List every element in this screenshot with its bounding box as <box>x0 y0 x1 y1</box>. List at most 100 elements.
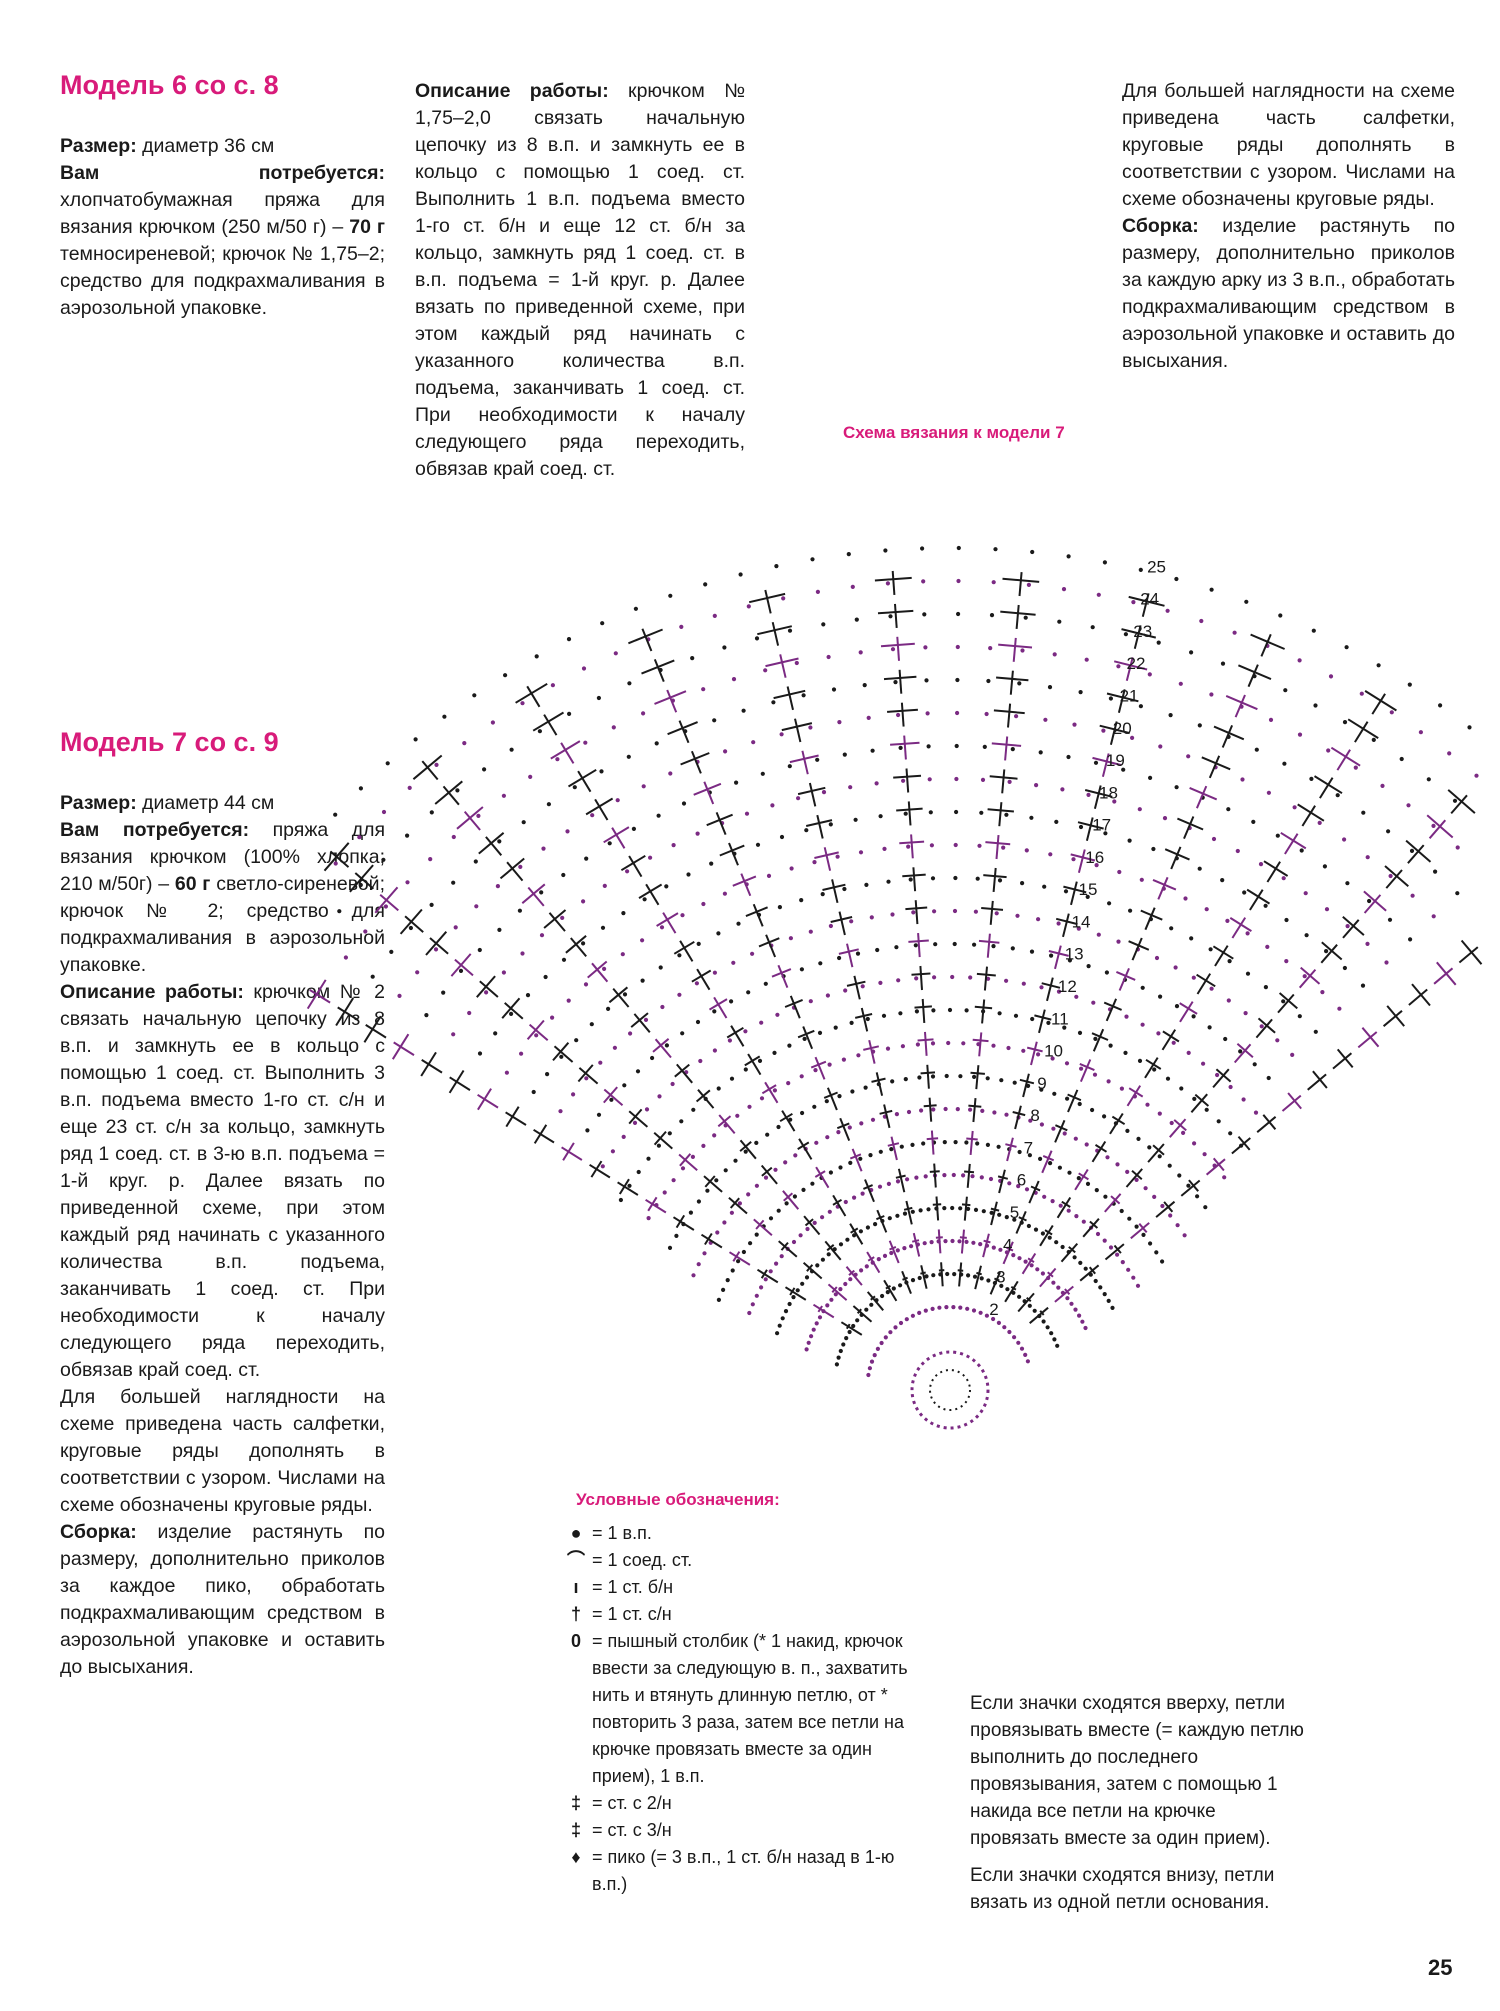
stitch-crossbar <box>836 1122 850 1130</box>
chain-dot <box>1147 1145 1152 1150</box>
stitch-mark <box>784 1286 807 1301</box>
chain-dot <box>929 843 935 848</box>
row-number: 3 <box>996 1268 1005 1287</box>
chain-dot <box>773 1167 778 1172</box>
chain-dot <box>943 1239 948 1244</box>
chain-dot <box>1183 896 1188 901</box>
chain-dot <box>981 1209 986 1214</box>
chain-dot <box>866 715 871 721</box>
stitch-crossbar <box>989 775 1018 780</box>
chain-dot <box>1199 618 1204 624</box>
chain-dot <box>721 1287 726 1292</box>
chain-dot <box>1169 1120 1174 1126</box>
stitch-crossbar <box>499 857 525 880</box>
row-number: 8 <box>1030 1106 1039 1125</box>
chain-dot <box>333 861 338 866</box>
chain-dot <box>1042 884 1047 889</box>
chain-dot <box>1204 907 1209 912</box>
stitch-mark <box>454 958 474 977</box>
chain-dot <box>970 1174 975 1179</box>
chain-dot <box>952 941 957 947</box>
chain-dot <box>381 809 387 815</box>
chain-dot <box>1147 672 1152 677</box>
stitch-mark <box>728 1251 751 1266</box>
chain-dot <box>1138 704 1143 709</box>
chain-dot <box>910 1278 916 1283</box>
stitch-mark <box>1085 817 1094 842</box>
chain-dot <box>729 1076 735 1081</box>
stitch-crossbar <box>1089 1220 1099 1229</box>
chain-dot <box>746 990 751 995</box>
chain-dot <box>1025 1359 1030 1364</box>
chain-dot <box>633 606 639 611</box>
chain-dot <box>908 877 913 882</box>
chain-dot <box>1361 810 1366 815</box>
chain-dot <box>925 711 930 716</box>
model6-description: Описание работы: крючком № 1,75–2,0 связ… <box>415 80 745 480</box>
stitch-crossbar <box>680 752 710 766</box>
legend-item: ‡= ст. с 3/н <box>560 1817 920 1844</box>
chain-dot <box>1252 1062 1257 1067</box>
chain-dot <box>1388 873 1393 879</box>
stitch-crossbar <box>789 754 819 764</box>
chain-dot <box>1130 735 1135 741</box>
chain-dot <box>1023 615 1028 620</box>
chain-dot <box>1223 1036 1228 1042</box>
stitch-crossbar <box>732 875 757 887</box>
chain-dot <box>1235 848 1240 854</box>
chain-dot <box>886 879 891 884</box>
chain-dot <box>952 908 958 914</box>
chain-dot <box>428 857 433 862</box>
chain-dot <box>1152 1067 1157 1072</box>
stitch-crossbar <box>374 886 399 914</box>
stitch-mark <box>713 996 728 1019</box>
stitch-crossbar <box>1229 917 1252 932</box>
chain-dot <box>681 801 687 806</box>
chain-dot <box>1299 848 1304 853</box>
chain-dot <box>964 1140 969 1145</box>
chain-dot <box>1228 1131 1233 1136</box>
chain-dot <box>887 1216 892 1221</box>
chain-dot <box>560 915 565 921</box>
stitch-mark <box>752 903 764 927</box>
chain-dot <box>581 941 586 946</box>
stitch-mark <box>676 1063 693 1084</box>
chain-dot <box>680 1166 686 1171</box>
chain-dot <box>642 897 647 902</box>
chain-dot <box>1038 750 1043 755</box>
stitch-crossbar <box>826 1244 835 1252</box>
chain-dot <box>1380 783 1385 789</box>
chain-dot <box>1074 994 1079 999</box>
chain-dot <box>451 834 456 840</box>
chain-dot <box>1131 600 1136 605</box>
chain-dot <box>1179 1086 1184 1091</box>
chain-dot <box>1065 1096 1070 1101</box>
stitch-crossbar <box>306 979 327 1010</box>
chain-dot <box>1102 1114 1107 1119</box>
stitch-crossbar <box>1336 1048 1354 1069</box>
chain-dot <box>760 771 765 776</box>
chain-dot <box>1074 1214 1079 1219</box>
stitch-crossbar <box>806 1264 814 1272</box>
stitch-crossbar <box>1010 1285 1017 1291</box>
stitch-crossbar <box>895 1174 906 1179</box>
stitch-crossbar <box>899 840 925 845</box>
chain-dot <box>1335 793 1340 798</box>
stitch-mark <box>851 1148 863 1172</box>
stitch-mark <box>354 872 375 890</box>
chain-dot <box>453 925 458 930</box>
stitch-mark <box>905 768 910 793</box>
chain-dot <box>933 942 938 947</box>
stitch-mark <box>1371 693 1386 715</box>
chain-dot-icon: ● <box>570 1523 582 1543</box>
stitch-crossbar <box>477 1088 492 1111</box>
stitch-mark <box>786 686 794 711</box>
stitch-mark <box>1433 967 1454 985</box>
stitch-mark <box>672 1216 695 1231</box>
stitch-mark <box>883 1104 891 1129</box>
stitch-crossbar <box>923 1104 937 1108</box>
chain-dot <box>774 1261 779 1266</box>
chain-dot <box>1119 1086 1124 1091</box>
chain-dot <box>600 925 606 930</box>
stitch-mark <box>1130 1222 1150 1240</box>
